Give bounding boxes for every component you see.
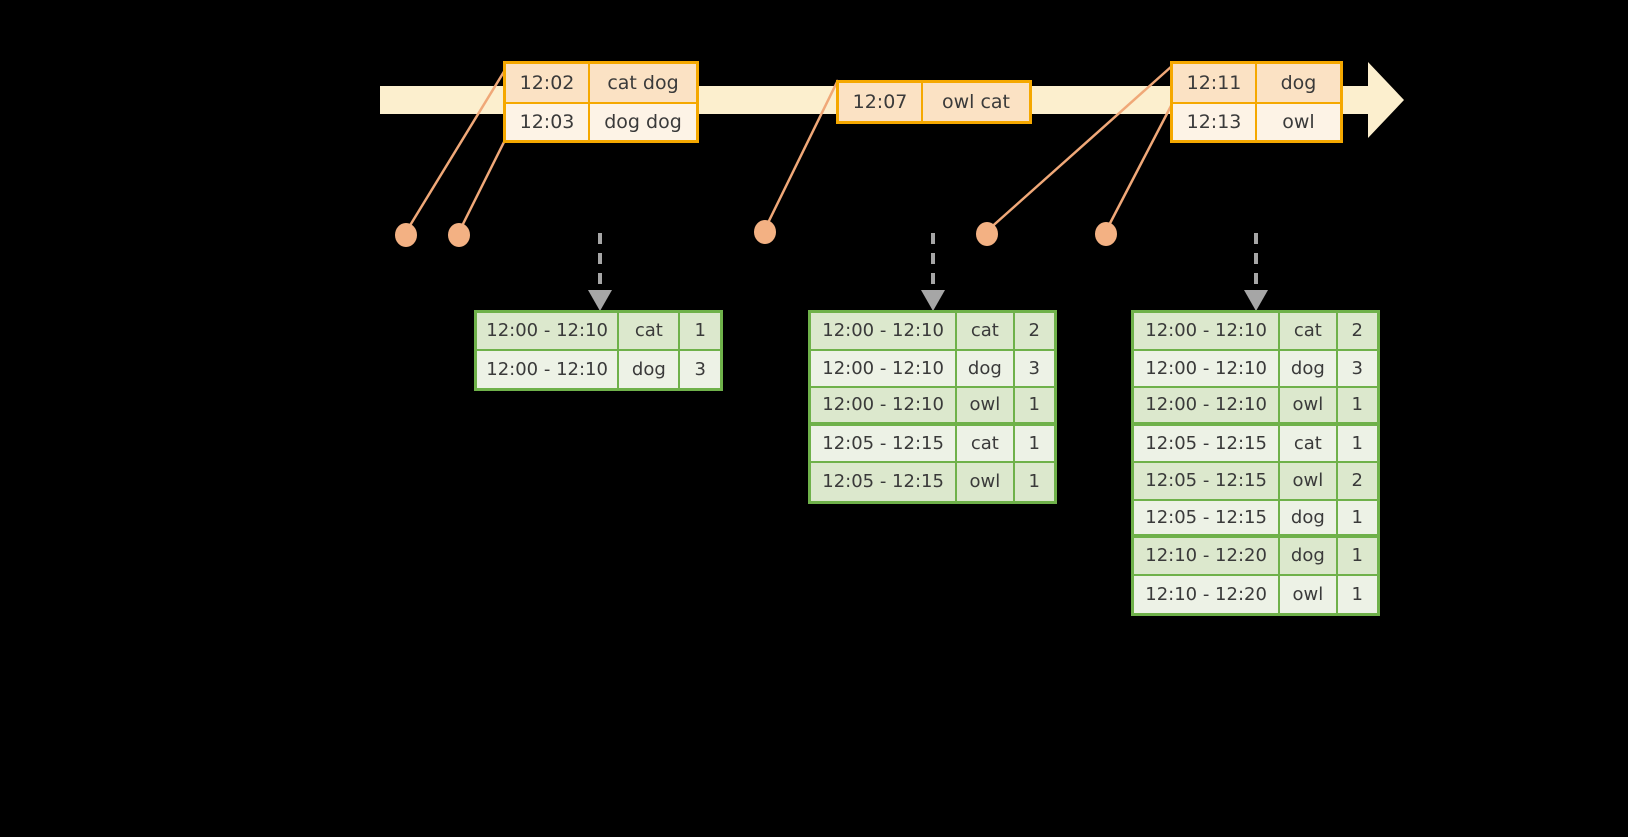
count-cell: 1: [1351, 432, 1363, 454]
flow-arrowhead-3: [1244, 290, 1268, 311]
connector-line-3: [763, 79, 840, 230]
word-cell: dog: [957, 350, 1015, 386]
window-cell: 12:00 - 12:10: [811, 388, 958, 422]
event-words: dog dog: [604, 111, 682, 133]
event-box-2[interactable]: 12:07 owl cat: [836, 80, 1032, 124]
word-cell: cat: [1280, 425, 1338, 461]
table-row: 12:00 - 12:10 owl 1: [1134, 388, 1377, 426]
event-words: owl cat: [941, 91, 1011, 113]
table-row: 12:05 - 12:15 dog 1: [1134, 500, 1377, 538]
word-cell: owl: [957, 463, 1015, 501]
table-row: 12:05 - 12:15 owl 1: [811, 463, 1054, 501]
event-box-3[interactable]: 12:11 dog 12:13 owl: [1170, 61, 1343, 143]
table-row: 12:10 - 12:20 dog 1: [1134, 538, 1377, 576]
result-table-2[interactable]: 12:00 - 12:10 cat 2 12:00 - 12:10 dog 3 …: [808, 310, 1057, 504]
word-cell: dog: [1280, 350, 1338, 386]
table-row: 12:00 - 12:10 cat 2: [811, 313, 1054, 351]
connector-line-5: [1104, 103, 1174, 232]
event-time: 12:07: [839, 83, 923, 121]
table-row: 12:00 - 12:10 dog 3: [1134, 350, 1377, 388]
connector-line-1: [404, 69, 507, 233]
flow-arrow-heads: [588, 290, 1268, 311]
event-dot-3: [754, 220, 776, 244]
event-row: 12:02 cat dog: [506, 64, 696, 102]
flow-arrowhead-2: [921, 290, 945, 311]
count-cell: 1: [1351, 394, 1363, 416]
count-cell: 2: [1028, 320, 1040, 342]
count-cell: 1: [1351, 506, 1363, 528]
window-cell: 12:00 - 12:10: [1134, 313, 1281, 349]
table-row: 12:00 - 12:10 dog 3: [811, 350, 1054, 388]
table-row: 12:05 - 12:15 cat 1: [811, 425, 1054, 463]
count-cell: 1: [1028, 394, 1040, 416]
event-row: 12:03 dog dog: [506, 102, 696, 140]
table-row: 12:00 - 12:10 cat 1: [477, 313, 720, 351]
count-cell: 1: [1028, 432, 1040, 454]
count-cell: 1: [1351, 583, 1363, 605]
window-cell: 12:05 - 12:15: [811, 463, 958, 501]
word-cell: cat: [619, 313, 681, 349]
event-words: cat dog: [607, 72, 679, 94]
result-table-3[interactable]: 12:00 - 12:10 cat 2 12:00 - 12:10 dog 3 …: [1131, 310, 1380, 616]
event-dot-2: [448, 223, 470, 247]
event-time: 12:11: [1173, 64, 1257, 102]
table-row: 12:05 - 12:15 cat 1: [1134, 425, 1377, 463]
event-words: dog: [1280, 72, 1317, 94]
table-row: 12:05 - 12:15 owl 2: [1134, 463, 1377, 501]
event-dot-1: [395, 223, 417, 247]
word-cell: owl: [1280, 463, 1338, 499]
count-cell: 2: [1351, 320, 1363, 342]
count-cell: 1: [1351, 545, 1363, 567]
event-row: 12:13 owl: [1173, 102, 1340, 140]
word-cell: cat: [957, 313, 1015, 349]
word-cell: cat: [957, 425, 1015, 461]
event-dot-4: [976, 222, 998, 246]
window-cell: 12:00 - 12:10: [477, 350, 620, 388]
window-cell: 12:05 - 12:15: [811, 425, 958, 461]
word-cell: owl: [1280, 575, 1338, 613]
event-time: 12:03: [506, 104, 590, 140]
window-cell: 12:05 - 12:15: [1134, 500, 1281, 534]
window-cell: 12:00 - 12:10: [811, 313, 958, 349]
word-cell: dog: [1280, 538, 1338, 574]
word-cell: cat: [1280, 313, 1338, 349]
window-cell: 12:00 - 12:10: [477, 313, 620, 349]
window-cell: 12:10 - 12:20: [1134, 575, 1281, 613]
event-dot-5: [1095, 222, 1117, 246]
flow-arrows: [598, 233, 1258, 292]
count-cell: 3: [1351, 357, 1363, 379]
word-cell: dog: [1280, 500, 1338, 534]
event-time: 12:13: [1173, 104, 1257, 140]
word-cell: dog: [619, 350, 681, 388]
table-row: 12:00 - 12:10 cat 2: [1134, 313, 1377, 351]
event-time: 12:02: [506, 64, 590, 102]
count-cell: 1: [1028, 471, 1040, 493]
word-cell: owl: [957, 388, 1015, 422]
flow-arrowhead-1: [588, 290, 612, 311]
window-cell: 12:00 - 12:10: [811, 350, 958, 386]
connector-line-2: [457, 139, 507, 233]
word-cell: owl: [1280, 388, 1338, 422]
window-cell: 12:05 - 12:15: [1134, 463, 1281, 499]
count-cell: 2: [1351, 470, 1363, 492]
window-cell: 12:05 - 12:15: [1134, 425, 1281, 461]
event-row: 12:11 dog: [1173, 64, 1340, 102]
count-cell: 3: [1028, 357, 1040, 379]
count-cell: 1: [694, 320, 706, 342]
count-cell: 3: [694, 358, 706, 380]
event-words: owl: [1282, 111, 1315, 133]
result-table-1[interactable]: 12:00 - 12:10 cat 1 12:00 - 12:10 dog 3: [474, 310, 723, 391]
table-row: 12:10 - 12:20 owl 1: [1134, 575, 1377, 613]
table-row: 12:00 - 12:10 dog 3: [477, 350, 720, 388]
window-cell: 12:00 - 12:10: [1134, 350, 1281, 386]
window-cell: 12:10 - 12:20: [1134, 538, 1281, 574]
table-row: 12:00 - 12:10 owl 1: [811, 388, 1054, 426]
event-row: 12:07 owl cat: [839, 83, 1029, 121]
event-box-1[interactable]: 12:02 cat dog 12:03 dog dog: [503, 61, 699, 143]
window-cell: 12:00 - 12:10: [1134, 388, 1281, 422]
event-dots: [395, 220, 1117, 247]
